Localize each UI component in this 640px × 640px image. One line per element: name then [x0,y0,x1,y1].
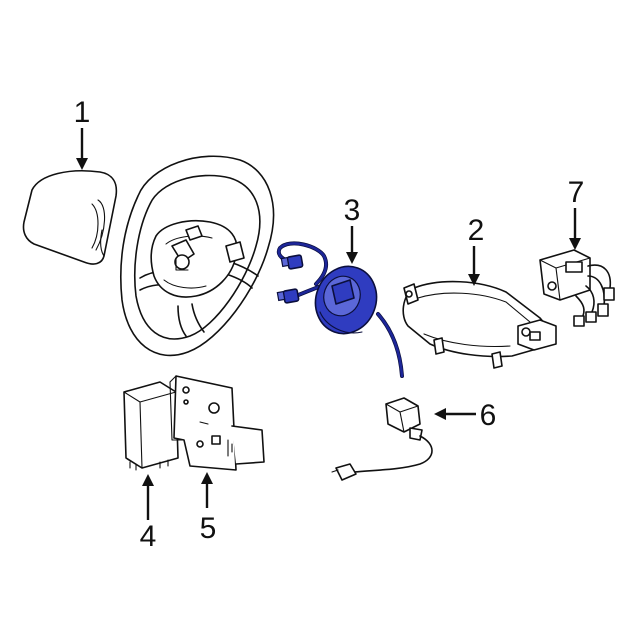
horn-pad-part[interactable] [22,170,118,265]
callout-7[interactable]: 7 [568,176,585,209]
callout-1[interactable]: 1 [74,96,91,129]
clock-spring-part[interactable] [276,241,404,378]
module-bracket-part[interactable] [169,375,265,471]
passenger-air-bag-part[interactable] [402,280,557,369]
callout-arrows [76,128,581,520]
control-module-part[interactable] [123,381,179,471]
steering-wheel [119,155,275,357]
callout-3[interactable]: 3 [344,194,361,227]
callout-6[interactable]: 6 [480,399,497,432]
callout-4[interactable]: 4 [140,520,157,553]
side-sensor-part[interactable] [539,249,615,327]
impact-sensor-part[interactable] [331,397,433,481]
callout-5[interactable]: 5 [200,512,217,545]
callout-2[interactable]: 2 [468,214,485,247]
